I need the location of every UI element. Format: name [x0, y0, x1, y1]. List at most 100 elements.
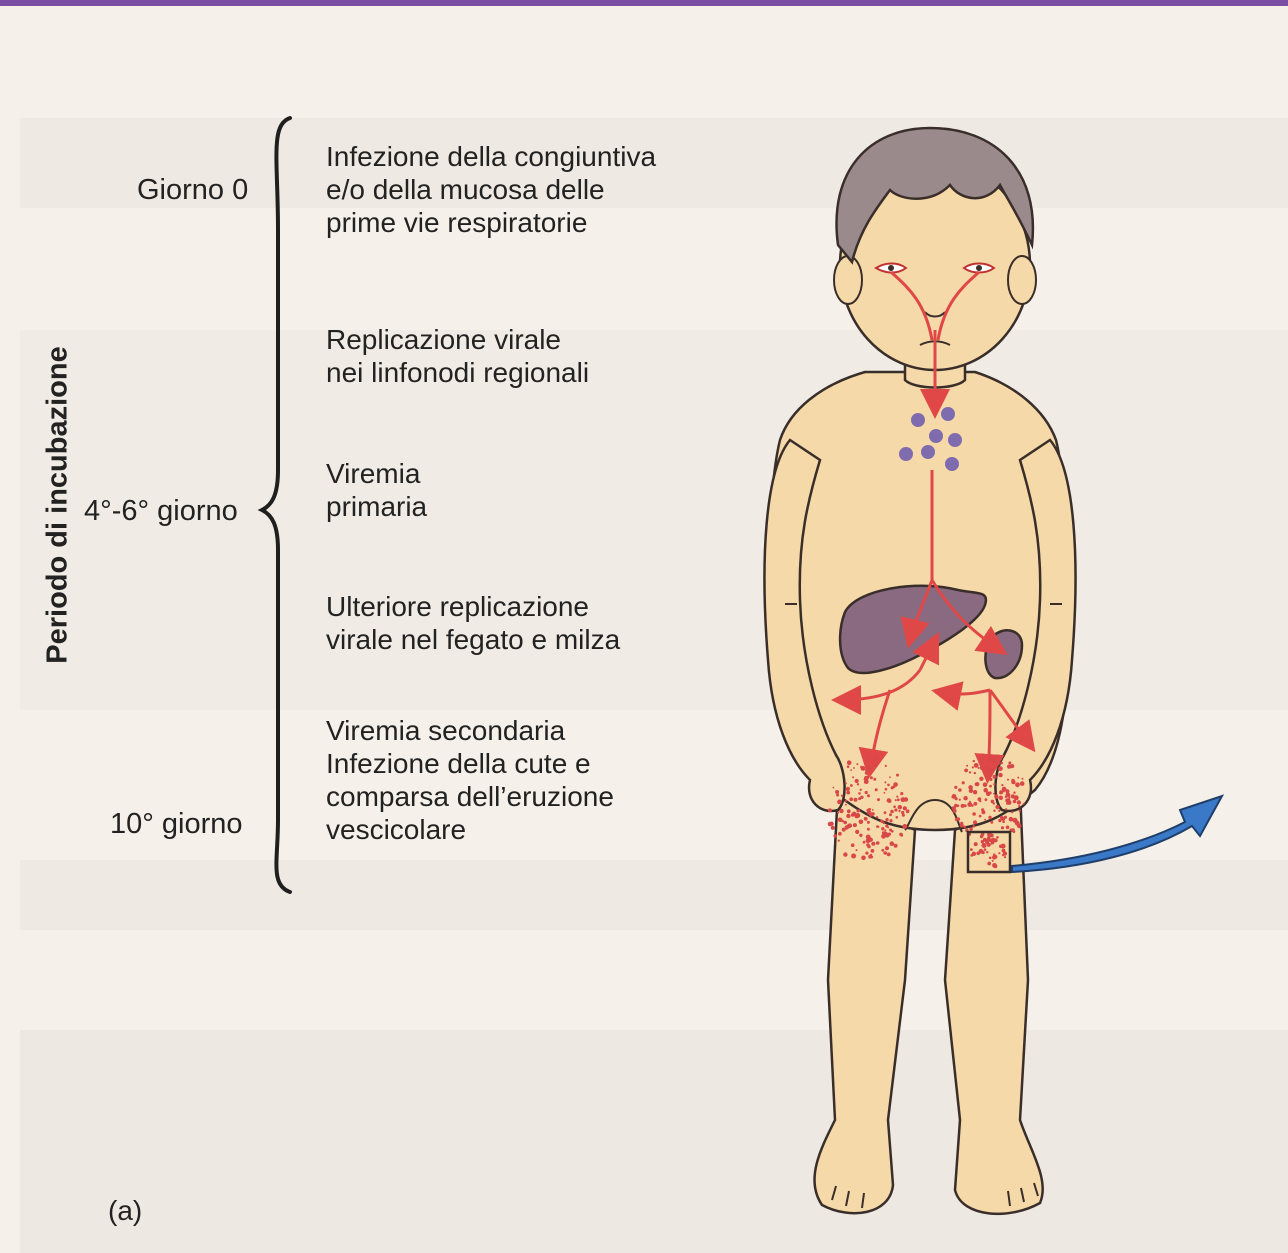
- rash-spot: [893, 782, 898, 787]
- rash-spot: [973, 820, 977, 824]
- rash-spot: [1013, 792, 1015, 794]
- rash-spot: [986, 792, 991, 797]
- rash-spot: [887, 798, 892, 803]
- rash-spot: [868, 808, 871, 811]
- rash-spot: [838, 840, 840, 842]
- rash-spot: [998, 773, 1002, 777]
- rash-spot: [1013, 800, 1017, 804]
- rash-spot: [978, 767, 980, 769]
- rash-spot: [981, 808, 984, 811]
- rash-spot: [981, 840, 984, 843]
- rash-spot: [979, 800, 981, 802]
- rash-spot: [954, 786, 957, 789]
- rash-spot: [979, 760, 983, 764]
- rash-spot: [985, 766, 990, 771]
- rash-spot: [990, 770, 994, 774]
- rash-spot: [855, 830, 859, 834]
- rash-spot: [885, 788, 888, 791]
- rash-spot: [887, 853, 891, 857]
- rash-spot: [853, 823, 857, 827]
- rash-spot: [851, 813, 854, 816]
- rash-spot: [866, 843, 869, 846]
- rash-spot: [986, 851, 988, 853]
- rash-spot: [877, 798, 880, 801]
- rash-spot: [852, 776, 854, 778]
- rash-spot: [840, 809, 844, 813]
- rash-spot: [902, 814, 905, 817]
- rash-spot: [843, 821, 847, 825]
- rash-spot: [863, 841, 866, 844]
- rash-spot: [861, 766, 866, 771]
- rash-spot: [963, 796, 967, 800]
- rash-spot: [954, 804, 958, 808]
- rash-spot: [972, 766, 974, 768]
- rash-spot: [847, 809, 851, 813]
- rash-spot: [876, 825, 879, 828]
- rash-spot: [1008, 761, 1011, 764]
- rash-spot: [993, 793, 995, 795]
- rash-spot: [951, 797, 953, 799]
- rash-spot: [867, 821, 870, 824]
- magnify-arrow: [1012, 796, 1222, 872]
- rash-spot: [990, 821, 993, 824]
- rash-spot: [1011, 811, 1013, 813]
- rash-spot: [890, 810, 894, 814]
- rash-spot: [855, 813, 860, 818]
- rash-spot: [845, 800, 847, 802]
- rash-spot: [884, 781, 886, 783]
- rash-spot: [964, 769, 968, 773]
- rash-spot: [982, 843, 987, 848]
- rash-spot: [866, 838, 871, 843]
- rash-spot: [896, 774, 899, 777]
- rash-spot: [974, 772, 976, 774]
- rash-spot: [846, 791, 850, 795]
- rash-spot: [876, 841, 880, 845]
- rash-spot: [1017, 800, 1021, 804]
- rash-spot: [875, 757, 879, 761]
- rash-spot: [998, 810, 1000, 812]
- rash-spot: [974, 763, 979, 768]
- rash-spot: [838, 818, 843, 823]
- rash-spot: [903, 806, 907, 810]
- rash-spot: [1000, 762, 1003, 765]
- rash-spot: [858, 797, 861, 800]
- rash-spot: [893, 805, 896, 808]
- rash-spot: [980, 766, 984, 770]
- rash-spot: [858, 792, 861, 795]
- rash-spot: [984, 819, 986, 821]
- rash-spot: [1001, 826, 1004, 829]
- rash-spot: [883, 851, 887, 855]
- rash-spot: [966, 765, 968, 767]
- rash-spot: [972, 812, 976, 816]
- rash-spot: [882, 831, 885, 834]
- rash-spot: [1018, 805, 1020, 807]
- rash-spot: [1010, 764, 1014, 768]
- rash-spot: [984, 848, 987, 851]
- rash-spot: [955, 818, 959, 822]
- rash-spot: [904, 798, 907, 801]
- rash-spot: [993, 802, 995, 804]
- rash-spot: [869, 813, 873, 817]
- rash-spot: [861, 856, 866, 861]
- rash-spot: [993, 783, 995, 785]
- rash-spot: [898, 810, 900, 812]
- rash-spot: [875, 788, 878, 791]
- rash-spot: [887, 784, 890, 787]
- rash-spot: [998, 755, 1000, 757]
- rash-spot: [1013, 830, 1016, 833]
- rash-spot: [989, 857, 992, 860]
- rash-spot: [1002, 849, 1006, 853]
- rash-spot: [998, 819, 1001, 822]
- rash-spot: [1011, 780, 1015, 784]
- rash-spot: [1011, 794, 1015, 798]
- rash-spot: [864, 778, 866, 780]
- rash-spot: [859, 820, 864, 825]
- rash-spot: [988, 816, 991, 819]
- rash-spot: [896, 816, 899, 819]
- rash-spot: [866, 760, 869, 763]
- rash-spot: [856, 849, 858, 851]
- rash-spot: [896, 796, 898, 798]
- rash-spot: [857, 783, 859, 785]
- rash-spot: [1019, 810, 1021, 812]
- rash-spot: [856, 763, 858, 765]
